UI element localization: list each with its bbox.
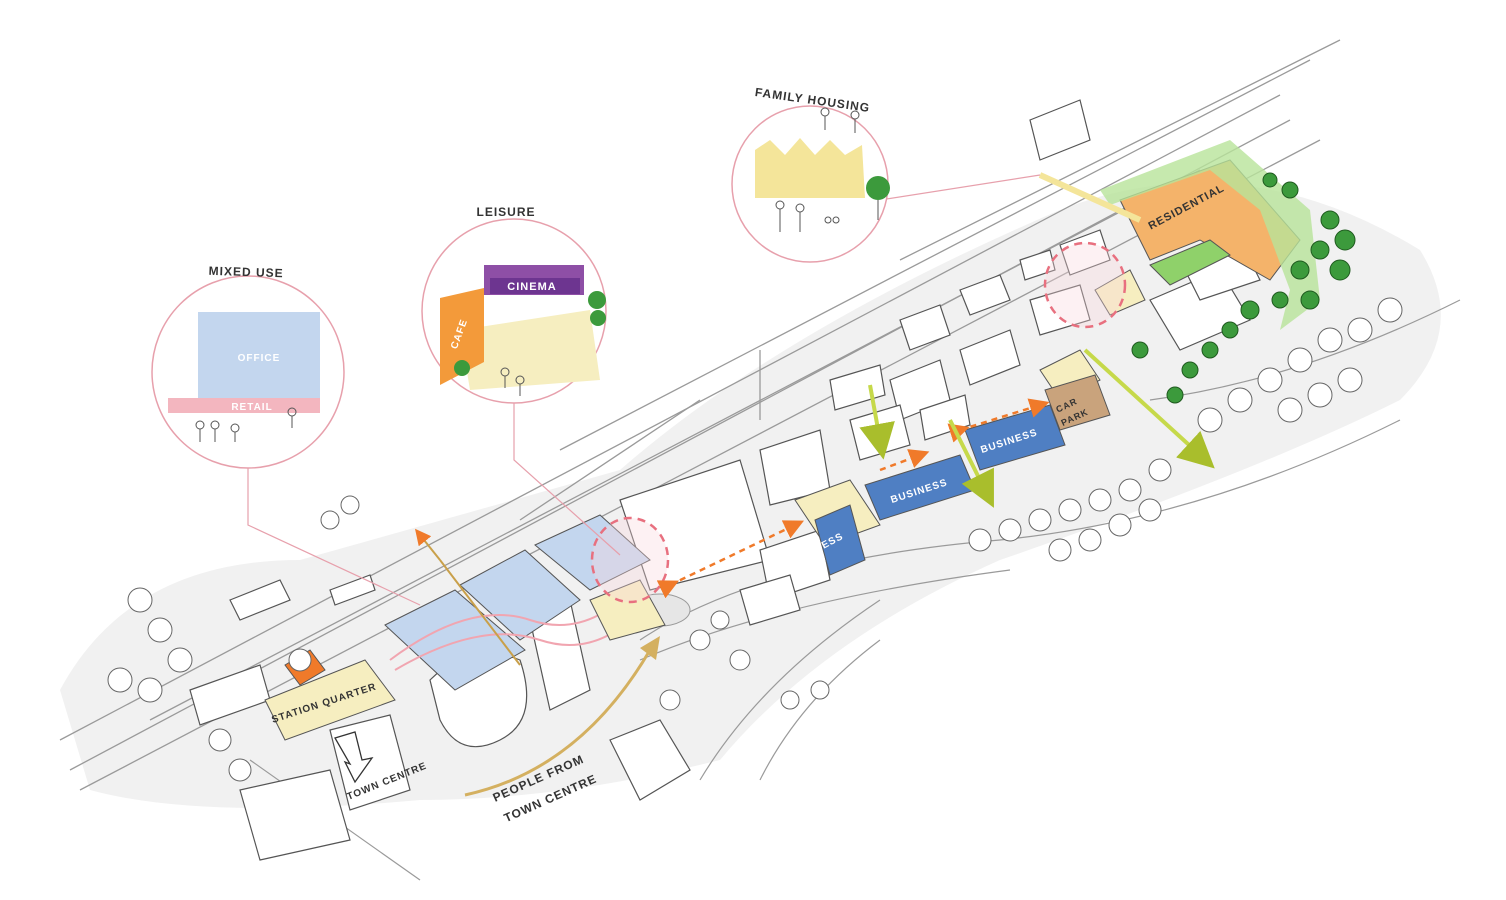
callout-family-housing: [731, 105, 890, 263]
green-edge: [1100, 140, 1320, 330]
callout-mixed-use: OFFICE RETAIL: [151, 275, 345, 469]
route-arrow: [439, 559, 521, 666]
plaza-north: [1094, 269, 1146, 316]
focus-circle-leisure: [590, 516, 670, 604]
callout-leaders: [247, 174, 1041, 606]
office-label: OFFICE: [238, 353, 281, 364]
railway-lines: [59, 39, 1341, 791]
people-route-head: [640, 636, 660, 660]
retail-strip-illustration: [168, 398, 320, 413]
focus-circle-housing: [1043, 241, 1127, 329]
office-block-illustration: [198, 312, 320, 400]
leisure-title: LEISURE: [476, 205, 535, 219]
town-centre-arrow: [334, 731, 374, 784]
mixed-use-title: MIXED USE: [208, 264, 283, 281]
car-park: [1044, 374, 1111, 431]
lime-links: [859, 172, 1215, 508]
trees-green: [1131, 172, 1356, 404]
retail-label: RETAIL: [231, 402, 272, 413]
trees-grey: [107, 297, 1403, 782]
callout-leisure: CINEMA CAFE: [421, 218, 607, 404]
north-link-arrow: [415, 528, 441, 561]
people-route-arrow: [464, 649, 652, 797]
station-quarter-block: [264, 659, 396, 741]
cafe-illustration: [440, 288, 484, 385]
people-sketch: [195, 407, 297, 442]
plaza-illustration: [460, 310, 600, 390]
housing-illustration: [755, 138, 865, 198]
orange-links: [656, 398, 1050, 599]
cinema-label: CINEMA: [507, 281, 556, 293]
green-space: [1149, 239, 1231, 286]
